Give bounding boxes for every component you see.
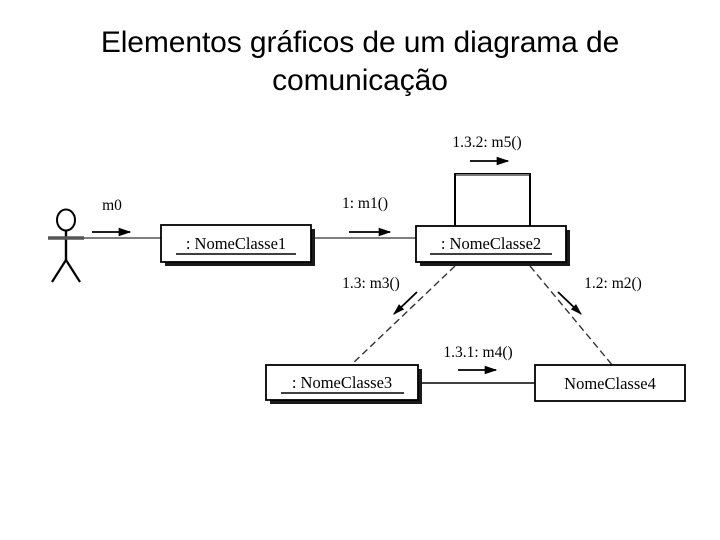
message-m0-label: m0 (102, 197, 122, 214)
self-loop-class2 (454, 173, 531, 226)
page-title: Elementos gráficos de um diagrama de com… (18, 24, 702, 100)
message-m3: 1.3: m3() (342, 275, 418, 315)
page-title-line-1: Elementos gráficos de um diagrama de (100, 26, 620, 59)
lifeline-class4[interactable]: NomeClasse4 (534, 364, 686, 402)
lifeline-class3-box (265, 364, 419, 401)
page-title-line-2: comunicação (272, 64, 448, 97)
message-m2: 1.2: m2() (557, 275, 642, 315)
lifeline-class4-box (534, 364, 686, 402)
message-m4: 1.3.1: m4() (443, 344, 513, 375)
message-m2-arrow (557, 291, 582, 315)
message-m5-label: 1.3.2: m5() (452, 134, 521, 151)
lifeline-class1-box (160, 224, 312, 263)
communication-diagram: m0 1: m1() 1.3.2: m5() 1.3: m3() 1.2: m2… (0, 120, 720, 420)
message-m5: 1.3.2: m5() (452, 134, 522, 166)
lifeline-class3[interactable]: : NomeClasse3 (265, 364, 422, 404)
actor-stick-figure (48, 208, 84, 283)
lifeline-class1[interactable]: : NomeClasse1 (160, 224, 315, 266)
lifeline-class2-box (415, 225, 567, 263)
message-m4-label: 1.3.1: m4() (443, 344, 512, 361)
message-m1: 1: m1() (342, 195, 392, 237)
lifeline-class3-label: : NomeClasse3 (292, 373, 392, 392)
link-class2-class3 (349, 265, 456, 367)
message-m0: m0 (92, 197, 132, 237)
lifeline-class2-label: : NomeClasse2 (441, 234, 541, 253)
message-m3-label: 1.3: m3() (342, 275, 400, 292)
message-m2-label: 1.2: m2() (584, 275, 642, 292)
lifeline-class2[interactable]: : NomeClasse2 (415, 225, 570, 266)
message-m3-arrow (393, 291, 418, 315)
lifeline-class4-label: NomeClasse4 (564, 374, 656, 393)
message-m1-label: 1: m1() (342, 195, 388, 212)
lifeline-class1-label: : NomeClasse1 (186, 234, 286, 253)
